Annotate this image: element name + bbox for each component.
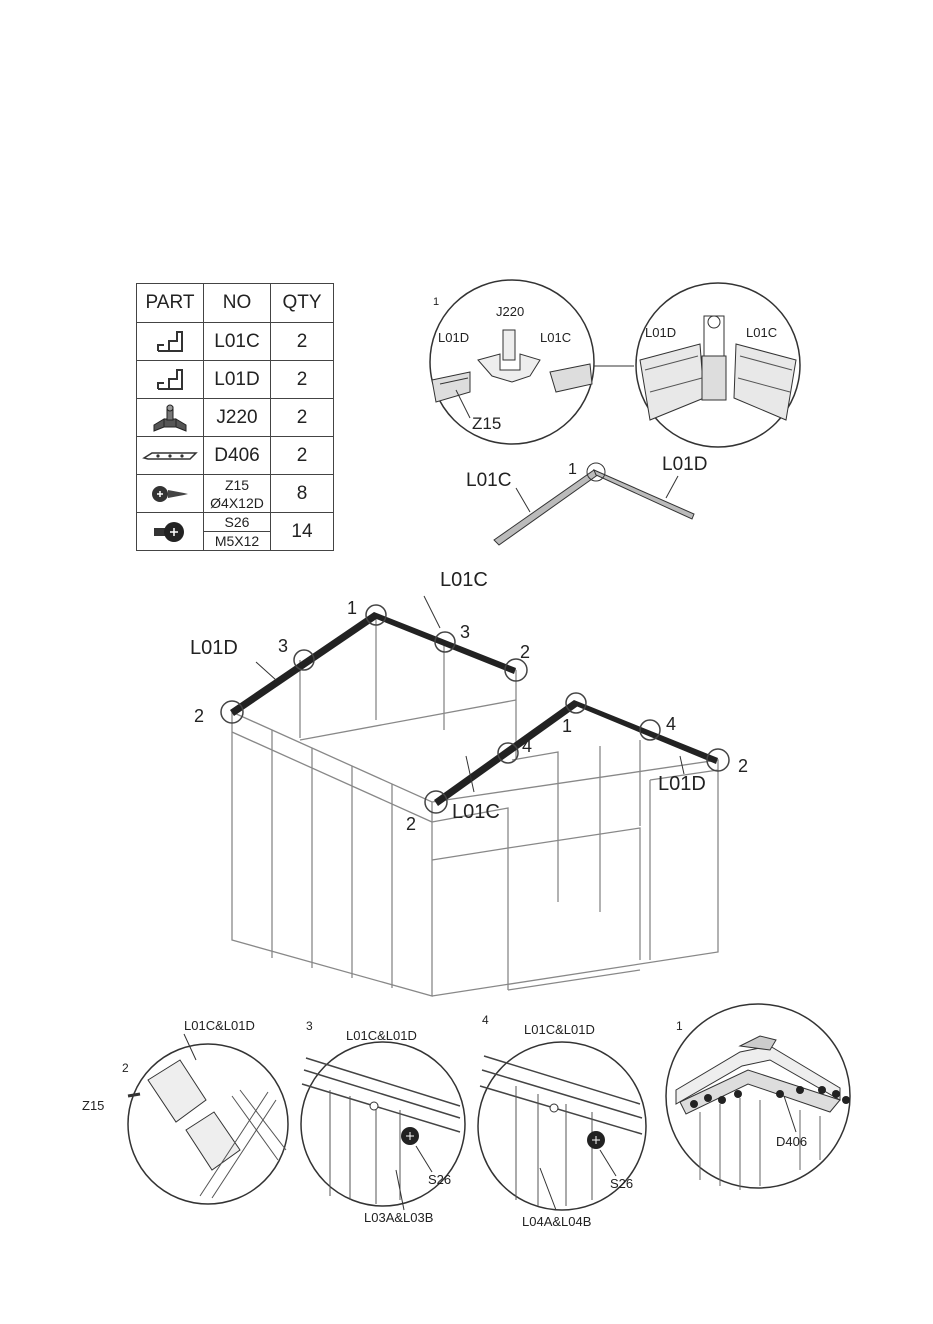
label-l01c: L01C bbox=[466, 470, 511, 491]
label-s26: S26 bbox=[428, 1172, 451, 1187]
bottom-detail-4: 4 L01C&L01D S26 L04A&L04B bbox=[478, 1013, 646, 1229]
roof-beams bbox=[230, 612, 718, 806]
label-l01d-right: L01D bbox=[658, 773, 706, 795]
label-l01d: L01D bbox=[662, 454, 707, 475]
point-number: 2 bbox=[194, 706, 204, 726]
label-l01d-left: L01D bbox=[190, 637, 238, 659]
detail-circle-2: L01D L01C bbox=[636, 283, 800, 447]
detail-circle-1: 1 L01D J220 L01C Z15 bbox=[430, 280, 594, 444]
label-z15: Z15 bbox=[472, 414, 501, 433]
point-number: 1 bbox=[347, 598, 357, 618]
detail-index: 1 bbox=[433, 296, 439, 308]
point-number: 3 bbox=[278, 636, 288, 656]
point-number: 1 bbox=[562, 716, 572, 736]
label-l01c-front: L01C bbox=[452, 801, 500, 823]
point-number: 1 bbox=[568, 461, 577, 478]
point-number: 3 bbox=[460, 622, 470, 642]
label-d406: D406 bbox=[776, 1134, 807, 1149]
detail-index: 1 bbox=[676, 1019, 683, 1033]
label-j220: J220 bbox=[496, 304, 524, 319]
point-number: 2 bbox=[406, 814, 416, 834]
point-number: 4 bbox=[522, 736, 532, 756]
point-number: 4 bbox=[666, 714, 676, 734]
label-l04a-l04b: L04A&L04B bbox=[522, 1214, 591, 1229]
label-l01c: L01C bbox=[540, 330, 571, 345]
detail-index: 2 bbox=[122, 1061, 129, 1075]
point-number: 2 bbox=[520, 642, 530, 662]
detail-index: 4 bbox=[482, 1013, 489, 1027]
bottom-detail-2: 2 L01C&L01D Z15 bbox=[82, 1018, 288, 1204]
label-l01c-l01d: L01C&L01D bbox=[184, 1018, 255, 1033]
label-l03a-l03b: L03A&L03B bbox=[364, 1210, 433, 1225]
label-l01c: L01C bbox=[746, 325, 777, 340]
label-l01c-l01d: L01C&L01D bbox=[346, 1028, 417, 1043]
bottom-detail-3: 3 L01C&L01D S26 L03A&L03B bbox=[301, 1019, 465, 1225]
small-assembly: L01C L01D 1 bbox=[466, 454, 707, 545]
point-number: 2 bbox=[738, 756, 748, 776]
bottom-detail-1: 1 D406 bbox=[666, 1004, 850, 1190]
label-l01c-l01d: L01C&L01D bbox=[524, 1022, 595, 1037]
label-l01d: L01D bbox=[438, 330, 469, 345]
label-z15: Z15 bbox=[82, 1098, 104, 1113]
label-l01d: L01D bbox=[645, 325, 676, 340]
label-s26: S26 bbox=[610, 1176, 633, 1191]
label-l01c-top: L01C bbox=[440, 569, 488, 591]
detail-index: 3 bbox=[306, 1019, 313, 1033]
joint-markers bbox=[221, 605, 729, 813]
